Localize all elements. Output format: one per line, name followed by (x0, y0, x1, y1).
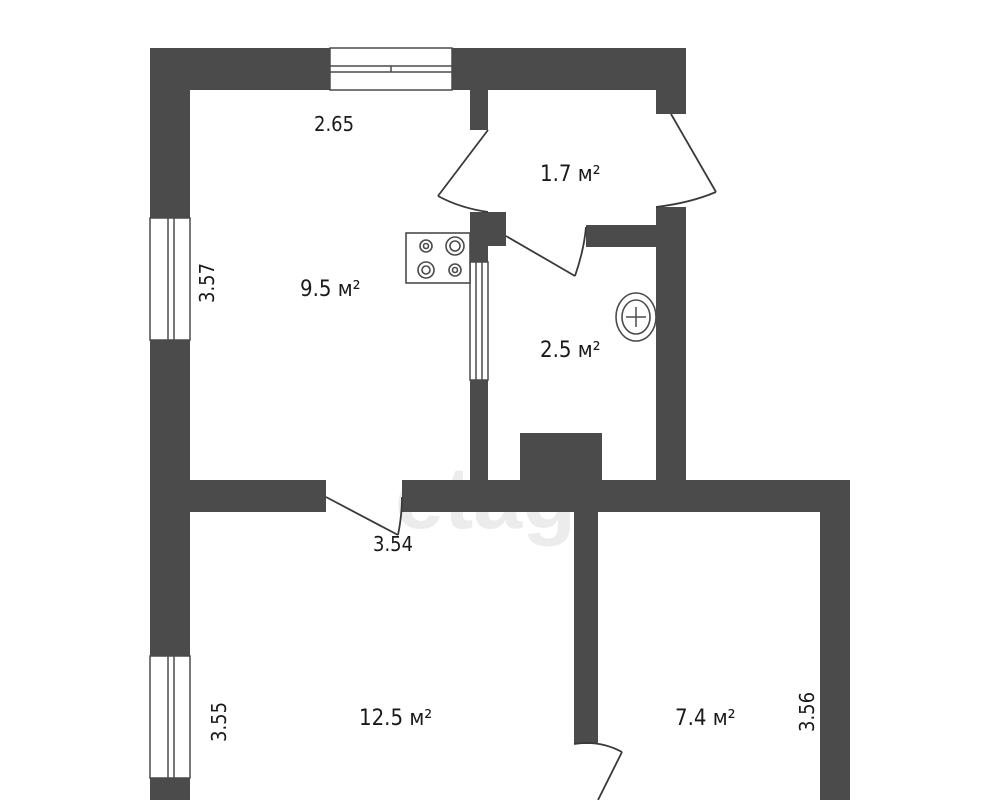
door-vestibule-right (655, 113, 717, 208)
window-kitchen-left (149, 217, 191, 341)
wall-kitchen-bottom-left (150, 480, 326, 512)
window-interior (469, 261, 489, 381)
dimension-kitchen-height: 3.57 (195, 263, 219, 303)
door-vestibule-left (437, 129, 489, 213)
wall-living-bedroom (574, 512, 598, 744)
stove-icon (405, 232, 471, 284)
windows (149, 47, 489, 779)
walls (150, 48, 850, 800)
wall-kitchen-vestibule-upper (470, 48, 488, 130)
doors (325, 113, 717, 800)
room-area-bathroom: 2.5 м² (540, 338, 601, 363)
dimension-kitchen-width: 2.65 (314, 112, 354, 136)
wall-top-right (656, 48, 686, 114)
wall-bedroom-right (820, 480, 850, 800)
sink-icon (615, 292, 657, 342)
door-bedroom (573, 742, 623, 800)
door-bathroom (505, 226, 587, 277)
window-top (329, 47, 453, 91)
wall-corner-stub (470, 212, 506, 246)
shaft-block (520, 433, 602, 512)
door-kitchen (325, 496, 403, 536)
wall-kitchen-bottom-right (402, 480, 520, 512)
room-area-bedroom: 7.4 м² (675, 706, 736, 731)
room-area-vestibule: 1.7 м² (540, 162, 601, 187)
wall-bedroom-top (598, 480, 850, 512)
wall-bathroom-right (656, 207, 686, 512)
room-area-kitchen: 9.5 м² (300, 277, 361, 302)
room-area-living: 12.5 м² (359, 706, 432, 731)
dimension-living-height: 3.55 (207, 702, 231, 742)
dimension-living-width: 3.54 (373, 532, 413, 556)
window-living-left (149, 655, 191, 779)
dimension-bedroom-height: 3.56 (795, 692, 819, 732)
